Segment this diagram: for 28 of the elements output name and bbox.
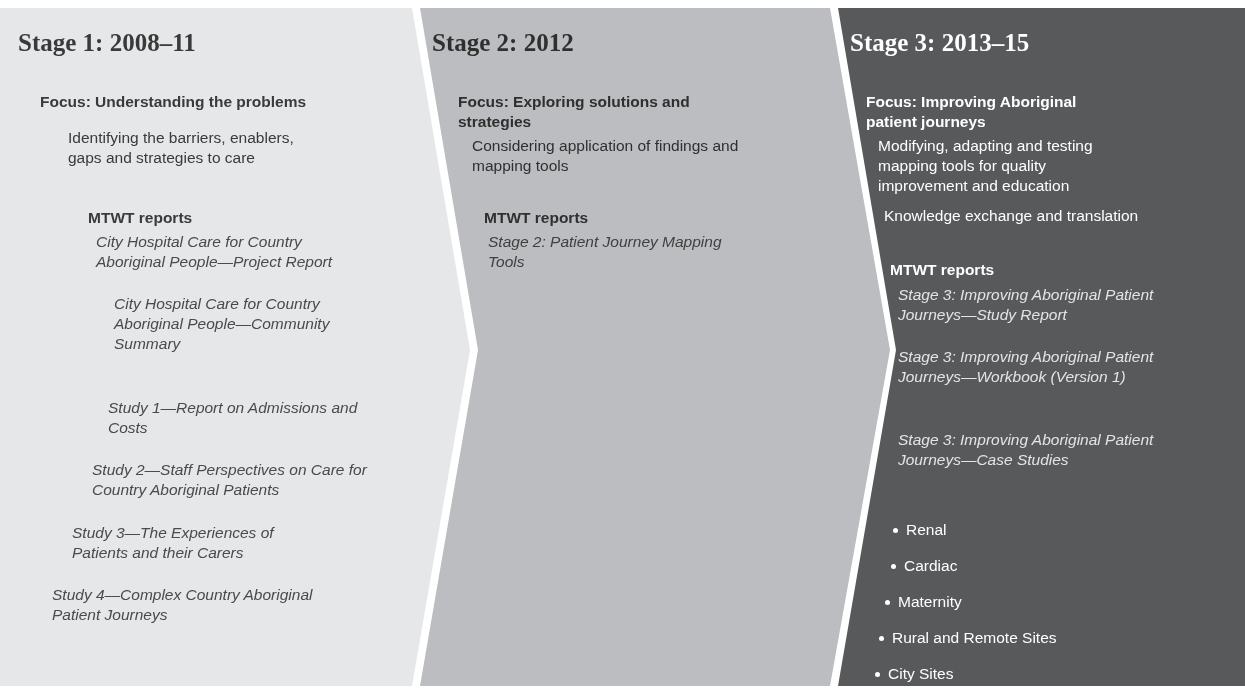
case-study-item: Rural and Remote Sites bbox=[892, 628, 1057, 648]
focus-heading: Focus: Improving Aboriginal patient journeys bbox=[866, 92, 1078, 132]
report-title: Stage 3: Improving Aboriginal Patient Journeys—Workbook (Version 1) bbox=[898, 347, 1155, 387]
reports-heading: MTWT reports bbox=[484, 208, 590, 228]
focus-heading: Focus: Exploring solutions and strategies bbox=[458, 92, 691, 132]
reports-heading: MTWT reports bbox=[890, 260, 996, 280]
stage-heading: Stage 2: 2012 bbox=[432, 28, 574, 58]
case-study-item: City Sites bbox=[888, 664, 954, 684]
report-title: Study 3—The Experiences of Patients and their Carers bbox=[72, 523, 276, 563]
report-title: Stage 3: Improving Aboriginal Patient Journeys—Case Studies bbox=[898, 430, 1155, 470]
report-title: City Hospital Care for Country Aboriginal People—Project Report bbox=[96, 232, 334, 272]
report-title: Stage 3: Improving Aboriginal Patient Journeys—Study Report bbox=[898, 285, 1155, 325]
description-text: Identifying the barriers, enablers, gaps and strategies to care bbox=[68, 128, 295, 168]
case-study-item: Cardiac bbox=[904, 556, 958, 576]
case-study-item: Maternity bbox=[898, 592, 962, 612]
case-study-item: Renal bbox=[906, 520, 947, 540]
focus-heading: Focus: Understanding the problems bbox=[40, 92, 308, 112]
stage-heading: Stage 1: 2008–11 bbox=[18, 28, 196, 58]
report-title: Study 4—Complex Country Aboriginal Patient Journeys bbox=[52, 585, 314, 625]
report-title: Study 1—Report on Admissions and Costs bbox=[108, 398, 358, 438]
description-text: Knowledge exchange and translation bbox=[884, 206, 1140, 226]
description-text: Considering application of findings and mapping tools bbox=[472, 136, 740, 176]
report-title: City Hospital Care for Country Aboriginal People—Community Summary bbox=[114, 294, 331, 354]
report-title: Study 2—Staff Perspectives on Care for Country Aboriginal Patients bbox=[92, 460, 369, 500]
description-text: Modifying, adapting and testing mapping tools for quality improvement and education bbox=[878, 136, 1094, 196]
reports-heading: MTWT reports bbox=[88, 208, 194, 228]
stage-heading: Stage 3: 2013–15 bbox=[850, 28, 1030, 58]
report-title: Stage 2: Patient Journey Mapping Tools bbox=[488, 232, 723, 272]
